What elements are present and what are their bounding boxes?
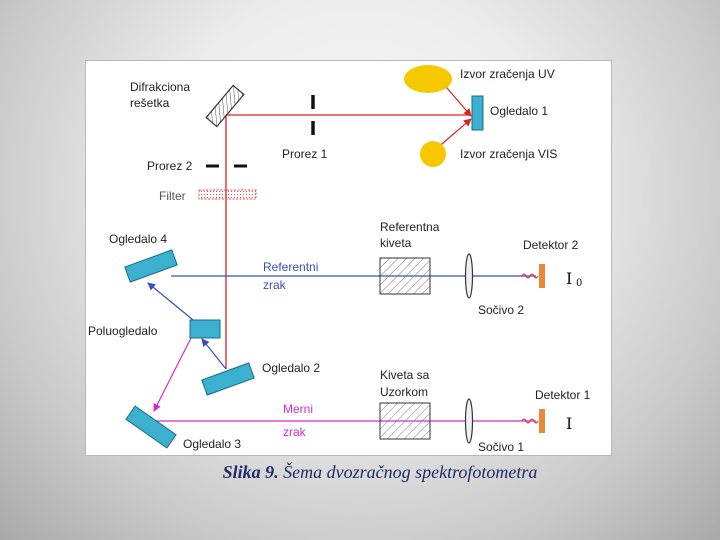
label-uzorkom: Uzorkom (380, 385, 428, 399)
detektor1-wave (521, 418, 539, 424)
label-detektor1: Detektor 1 (535, 388, 591, 402)
label-i0: I (566, 269, 572, 288)
label-ogledalo1: Ogledalo 1 (490, 104, 548, 118)
ogledalo2-shape (201, 362, 255, 396)
label-resetka: rešetka (130, 96, 170, 110)
detektor1-shape (539, 409, 545, 433)
label-poluogledalo: Poluogledalo (88, 324, 158, 338)
label-socivo1: Sočivo 1 (478, 440, 524, 454)
label-izvor-vis: Izvor zračenja VIS (460, 147, 557, 161)
ray-to-poluogledalo (201, 338, 227, 370)
spectrophotometer-diagram: Difrakciona rešetka Prorez 1 Prorez 2 Fi… (88, 65, 591, 454)
label-i0-sub: 0 (576, 278, 582, 289)
label-prorez2: Prorez 2 (147, 159, 193, 173)
label-detektor2: Detektor 2 (523, 238, 579, 252)
diagram-panel: Difrakciona rešetka Prorez 1 Prorez 2 Fi… (85, 60, 612, 456)
label-i: I (566, 414, 572, 433)
label-prorez1: Prorez 1 (282, 147, 328, 161)
caption-text: Šema dvozračnog spektrofotometra (278, 462, 538, 482)
ogledalo1-shape (471, 95, 484, 131)
label-socivo2: Sočivo 2 (478, 303, 524, 317)
label-ogledalo2: Ogledalo 2 (262, 361, 320, 375)
socivo1-shape (464, 398, 474, 444)
label-referentni: Referentni (263, 260, 318, 274)
poluogledalo-shape (189, 319, 221, 339)
label-referentni-zrak: zrak (263, 278, 287, 292)
label-merni-zrak: zrak (283, 425, 307, 439)
detektor2-wave (521, 273, 539, 279)
socivo2-shape (464, 253, 474, 299)
label-filter: Filter (159, 189, 186, 203)
ogledalo3-shape (125, 405, 177, 449)
ray-vis-to-mirror (435, 118, 472, 150)
referentna-kiveta-shape (379, 257, 431, 295)
beam-sample-diagonal (153, 335, 193, 412)
ogledalo4-shape (124, 249, 178, 283)
label-ogledalo4: Ogledalo 4 (109, 232, 167, 246)
difrakciona-resetka-shape (205, 84, 245, 128)
label-merni: Merni (283, 402, 313, 416)
detektor2-shape (539, 264, 545, 288)
label-difrakciona: Difrakciona (130, 80, 190, 94)
label-ogledalo3: Ogledalo 3 (183, 437, 241, 451)
filter-shape (198, 189, 257, 200)
label-referentna-kiveta: kiveta (380, 236, 412, 250)
kiveta-uzorak-shape (379, 402, 431, 440)
label-kiveta-sa: Kiveta sa (380, 368, 430, 382)
izvor-uv-shape (404, 65, 452, 93)
caption-label: Slika 9. (222, 462, 279, 482)
izvor-vis-shape (420, 141, 446, 167)
beam-reference-split (147, 282, 199, 325)
label-izvor-uv: Izvor zračenja UV (460, 67, 555, 81)
figure-caption: Slika 9. Šema dvozračnog spektrofotometr… (0, 462, 720, 483)
label-referentna: Referentna (380, 220, 440, 234)
